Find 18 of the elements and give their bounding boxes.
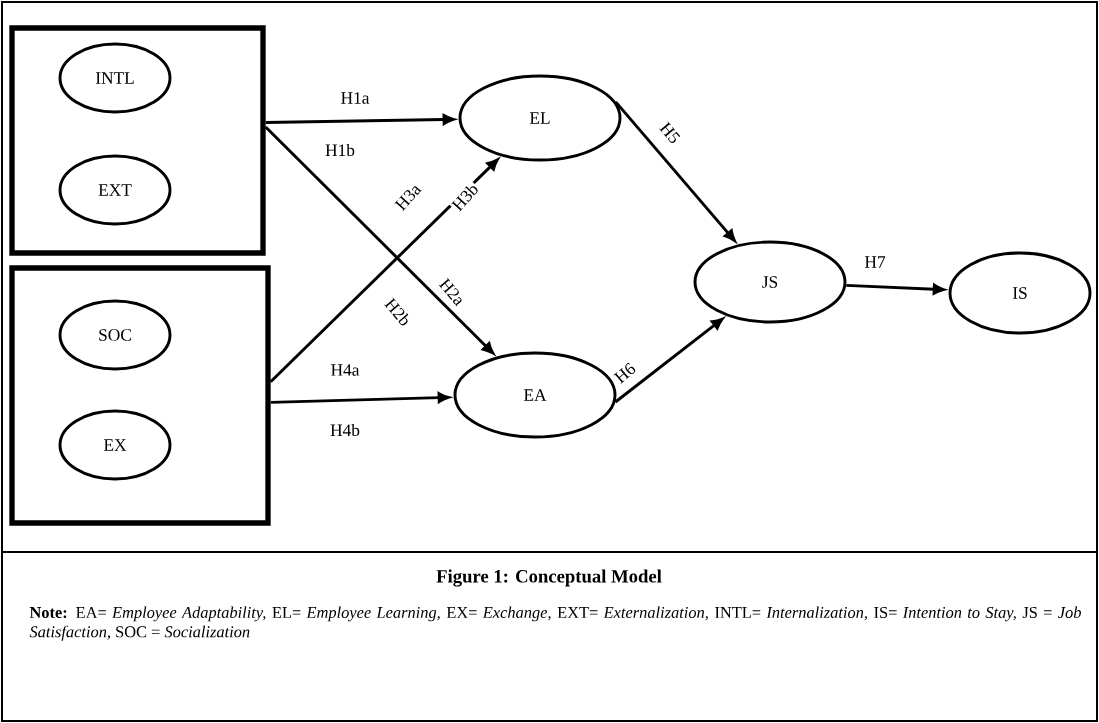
note-text: Note: EA= Employee Adaptability, EL= Employee Learning, EX= Exchange, EXT= Externalization, INTL= Internalization, IS= Intention to Stay, JS = Job Satisfaction, SOC = Socialization xyxy=(29,606,1081,641)
figure-caption: Figure 1: Conceptual Model xyxy=(436,569,662,587)
edge-label: H7 xyxy=(863,255,887,269)
hypothesis-label: H2b xyxy=(381,294,415,330)
arrow xyxy=(614,100,736,242)
group-box xyxy=(9,265,271,526)
arrow xyxy=(614,317,724,404)
edge-label: H4a xyxy=(329,362,361,378)
arrow xyxy=(269,158,499,383)
arrow xyxy=(264,125,495,355)
edge-label: H3a xyxy=(392,180,424,214)
edge-label: H2a xyxy=(436,275,468,309)
edge-label: H5 xyxy=(656,119,684,147)
hypothesis-label: H4b xyxy=(328,422,362,438)
group-box xyxy=(9,25,266,256)
edge-label: H1a xyxy=(339,90,371,106)
hypothesis-label: H1b xyxy=(323,142,357,158)
hypothesis-label: H3b xyxy=(448,179,482,215)
